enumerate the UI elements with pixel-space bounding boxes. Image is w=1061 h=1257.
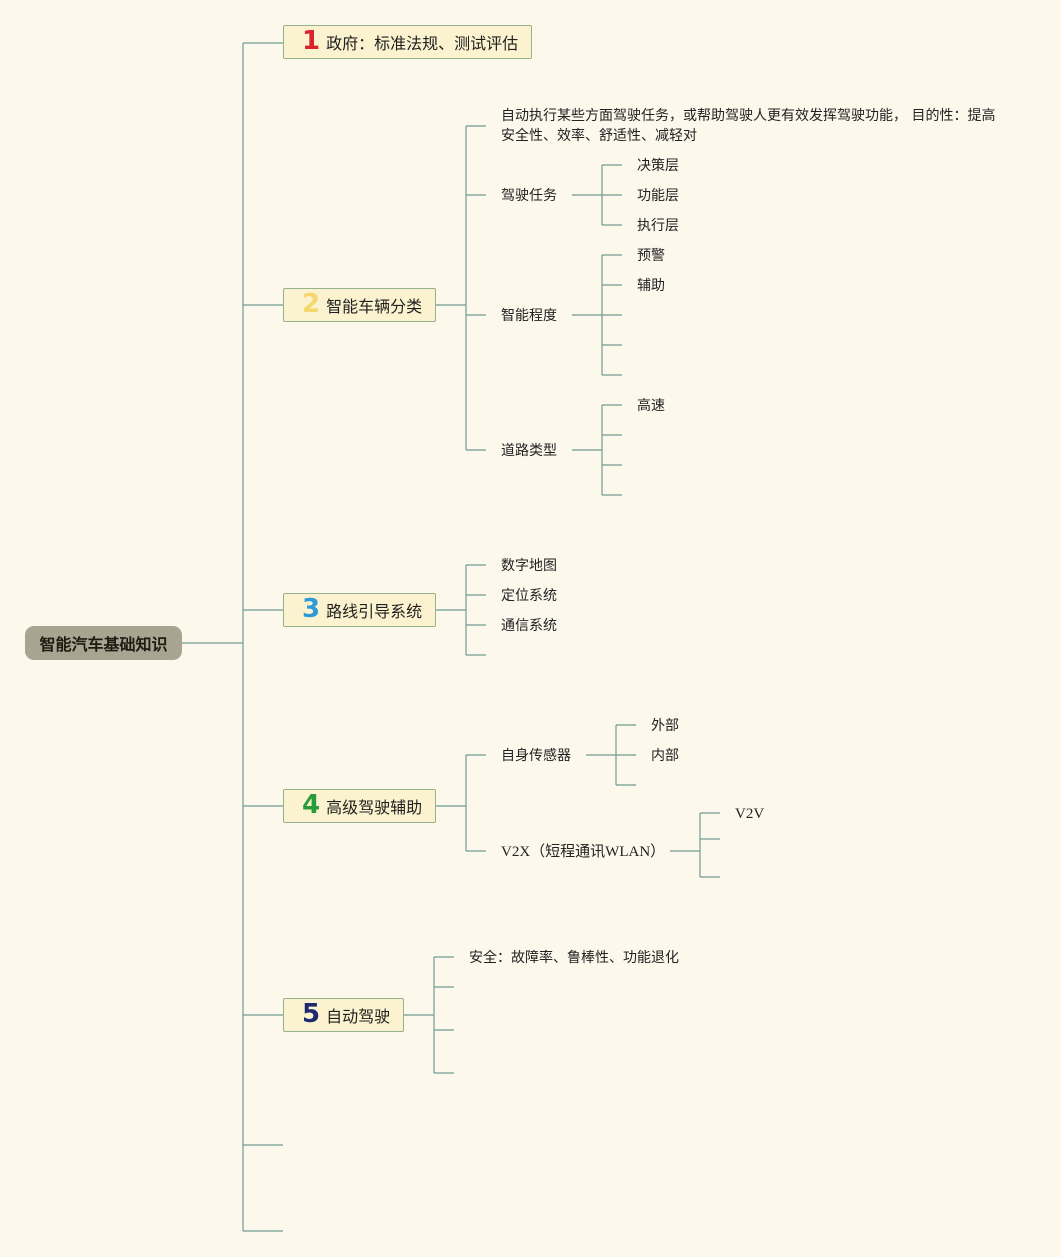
onboard-sensors-node[interactable]: 自身传感器 xyxy=(501,748,571,764)
branch-4-node[interactable]: 4 高级驾驶辅助 xyxy=(283,789,436,823)
v2x-node[interactable]: V2X（短程通讯WLAN） xyxy=(501,844,666,860)
classification-description[interactable]: 自动执行某些方面驾驶任务，或帮助驾驶人更有效发挥驾驶功能， 目的性：提高安全性、… xyxy=(501,108,996,144)
root-node[interactable]: 智能汽车基础知识 xyxy=(25,626,182,660)
highway-leaf[interactable]: 高速 xyxy=(637,398,665,414)
branch-5-node[interactable]: 5 自动驾驶 xyxy=(283,998,404,1032)
function-layer-leaf[interactable]: 功能层 xyxy=(637,188,679,204)
branch-3-node[interactable]: 3 路线引导系统 xyxy=(283,593,436,627)
driving-tasks-node[interactable]: 驾驶任务 xyxy=(501,188,557,204)
branch-1-node[interactable]: 1 政府：标准法规、测试评估 xyxy=(283,25,532,59)
assist-leaf[interactable]: 辅助 xyxy=(637,278,665,294)
branch-4-label: 高级驾驶辅助 xyxy=(326,798,423,817)
number-1-icon: 1 xyxy=(302,26,321,56)
branch-2-node[interactable]: 2 智能车辆分类 xyxy=(283,288,436,322)
number-4-icon: 4 xyxy=(302,790,321,820)
warning-leaf[interactable]: 预警 xyxy=(637,248,665,264)
intelligence-level-node[interactable]: 智能程度 xyxy=(501,308,557,324)
number-2-icon: 2 xyxy=(302,289,321,319)
number-3-icon: 3 xyxy=(302,594,321,624)
road-type-node[interactable]: 道路类型 xyxy=(501,443,557,459)
branch-5-label: 自动驾驶 xyxy=(326,1007,391,1026)
branch-3-label: 路线引导系统 xyxy=(326,602,423,621)
v2v-leaf[interactable]: V2V xyxy=(735,806,765,822)
number-5-icon: 5 xyxy=(302,999,321,1029)
positioning-system-leaf[interactable]: 定位系统 xyxy=(501,588,557,604)
external-leaf[interactable]: 外部 xyxy=(651,718,679,734)
internal-leaf[interactable]: 内部 xyxy=(651,748,679,764)
decision-layer-leaf[interactable]: 决策层 xyxy=(637,158,679,174)
digital-map-leaf[interactable]: 数字地图 xyxy=(501,558,557,574)
communication-system-leaf[interactable]: 通信系统 xyxy=(501,618,557,634)
branch-1-label: 政府：标准法规、测试评估 xyxy=(326,34,519,53)
safety-leaf[interactable]: 安全：故障率、鲁棒性、功能退化 xyxy=(469,950,679,966)
execution-layer-leaf[interactable]: 执行层 xyxy=(637,218,679,234)
branch-2-label: 智能车辆分类 xyxy=(326,297,423,316)
